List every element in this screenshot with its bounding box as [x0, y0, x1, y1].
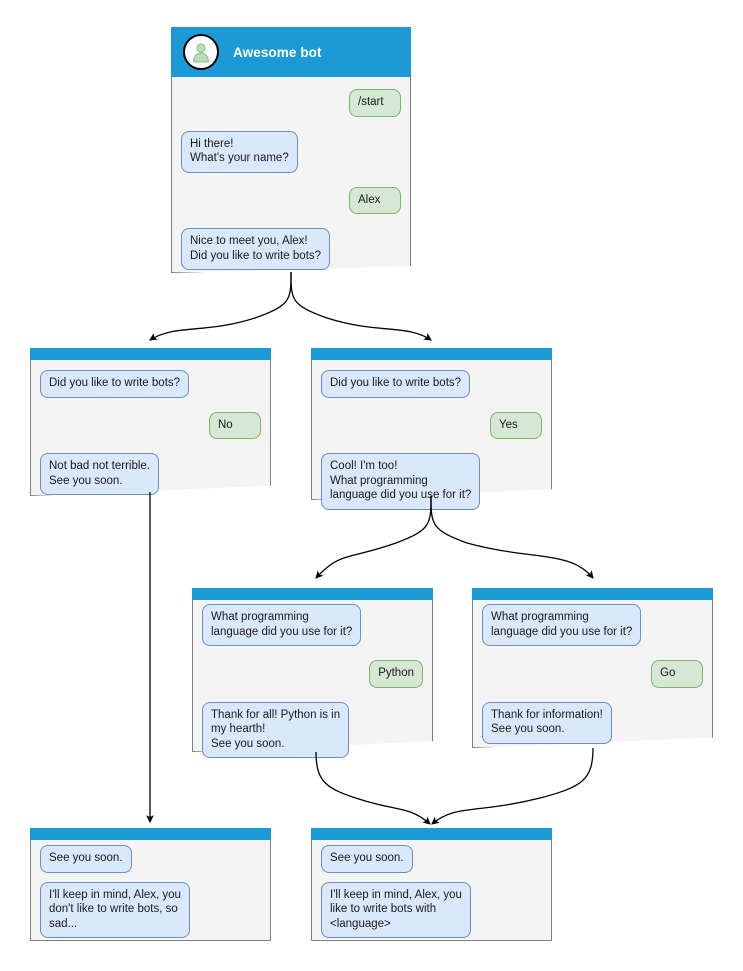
card-messages: What programming language did you use fo… — [472, 600, 713, 744]
message-bubble-bot[interactable]: Thank for information! See you soon. — [482, 701, 612, 744]
message-bubble-user[interactable]: Python — [369, 660, 423, 688]
card-messages: /start Hi there! What's your name? Alex … — [171, 77, 411, 270]
message-bubble-bot[interactable]: Did you like to write bots? — [321, 370, 471, 398]
message-bubble-bot[interactable]: I'll keep in mind, Alex, you don't like … — [40, 881, 190, 938]
conversation-card-end-happy[interactable]: See you soon. I'll keep in mind, Alex, y… — [311, 828, 552, 941]
message-bubble-bot[interactable]: What programming language did you use fo… — [202, 604, 362, 646]
message-bubble-bot[interactable]: See you soon. — [40, 845, 132, 873]
message-bubble-bot[interactable]: Hi there! What's your name? — [181, 130, 298, 173]
message-bubble-user[interactable]: Yes — [490, 411, 542, 439]
conversation-card-no[interactable]: Did you like to write bots? No Not bad n… — [30, 348, 271, 496]
edge-python-to-end-happy — [315, 751, 431, 825]
message-bubble-user[interactable]: No — [209, 411, 261, 439]
card-messages: See you soon. I'll keep in mind, Alex, y… — [311, 840, 552, 938]
conversation-card-yes[interactable]: Did you like to write bots? Yes Cool! I'… — [311, 348, 552, 510]
edge-go-to-end-happy — [431, 747, 594, 825]
message-bubble-user[interactable]: Alex — [349, 186, 401, 214]
message-bubble-bot[interactable]: Thank for all! Python is in my hearth! S… — [202, 701, 350, 758]
conversation-card-go[interactable]: What programming language did you use fo… — [472, 588, 713, 748]
conversation-card-end-sad[interactable]: See you soon. I'll keep in mind, Alex, y… — [30, 828, 271, 941]
bot-title: Awesome bot — [233, 44, 322, 60]
card-messages: What programming language did you use fo… — [192, 600, 433, 758]
message-bubble-bot[interactable]: What programming language did you use fo… — [482, 604, 642, 646]
edge-root-to-yes — [290, 271, 432, 341]
conversation-card-start[interactable]: Awesome bot /start Hi there! What's your… — [171, 27, 411, 273]
message-bubble-user[interactable]: Go — [651, 660, 703, 688]
card-header-no — [30, 348, 271, 360]
message-bubble-bot[interactable]: Did you like to write bots? — [40, 370, 190, 398]
card-messages: Did you like to write bots? Yes Cool! I'… — [311, 360, 552, 510]
card-header-start: Awesome bot — [171, 27, 411, 77]
edge-root-to-no — [149, 271, 292, 341]
message-bubble-user[interactable]: /start — [349, 89, 401, 117]
card-messages: Did you like to write bots? No Not bad n… — [30, 360, 271, 495]
message-bubble-bot[interactable]: Not bad not terrible. See you soon. — [40, 453, 160, 495]
message-bubble-bot[interactable]: Nice to meet you, Alex! Did you like to … — [181, 228, 331, 270]
card-header-yes — [311, 348, 552, 360]
card-header-end-sad — [30, 828, 271, 840]
card-messages: See you soon. I'll keep in mind, Alex, y… — [30, 840, 271, 938]
card-header-go — [472, 588, 713, 600]
conversation-card-python[interactable]: What programming language did you use fo… — [192, 588, 433, 758]
message-bubble-bot[interactable]: Cool! I'm too! What programming language… — [321, 453, 481, 510]
user-avatar-icon — [183, 34, 219, 70]
card-header-end-happy — [311, 828, 552, 840]
message-bubble-bot[interactable]: See you soon. — [321, 845, 413, 873]
card-header-python — [192, 588, 433, 600]
message-bubble-bot[interactable]: I'll keep in mind, Alex, you like to wri… — [321, 881, 471, 938]
